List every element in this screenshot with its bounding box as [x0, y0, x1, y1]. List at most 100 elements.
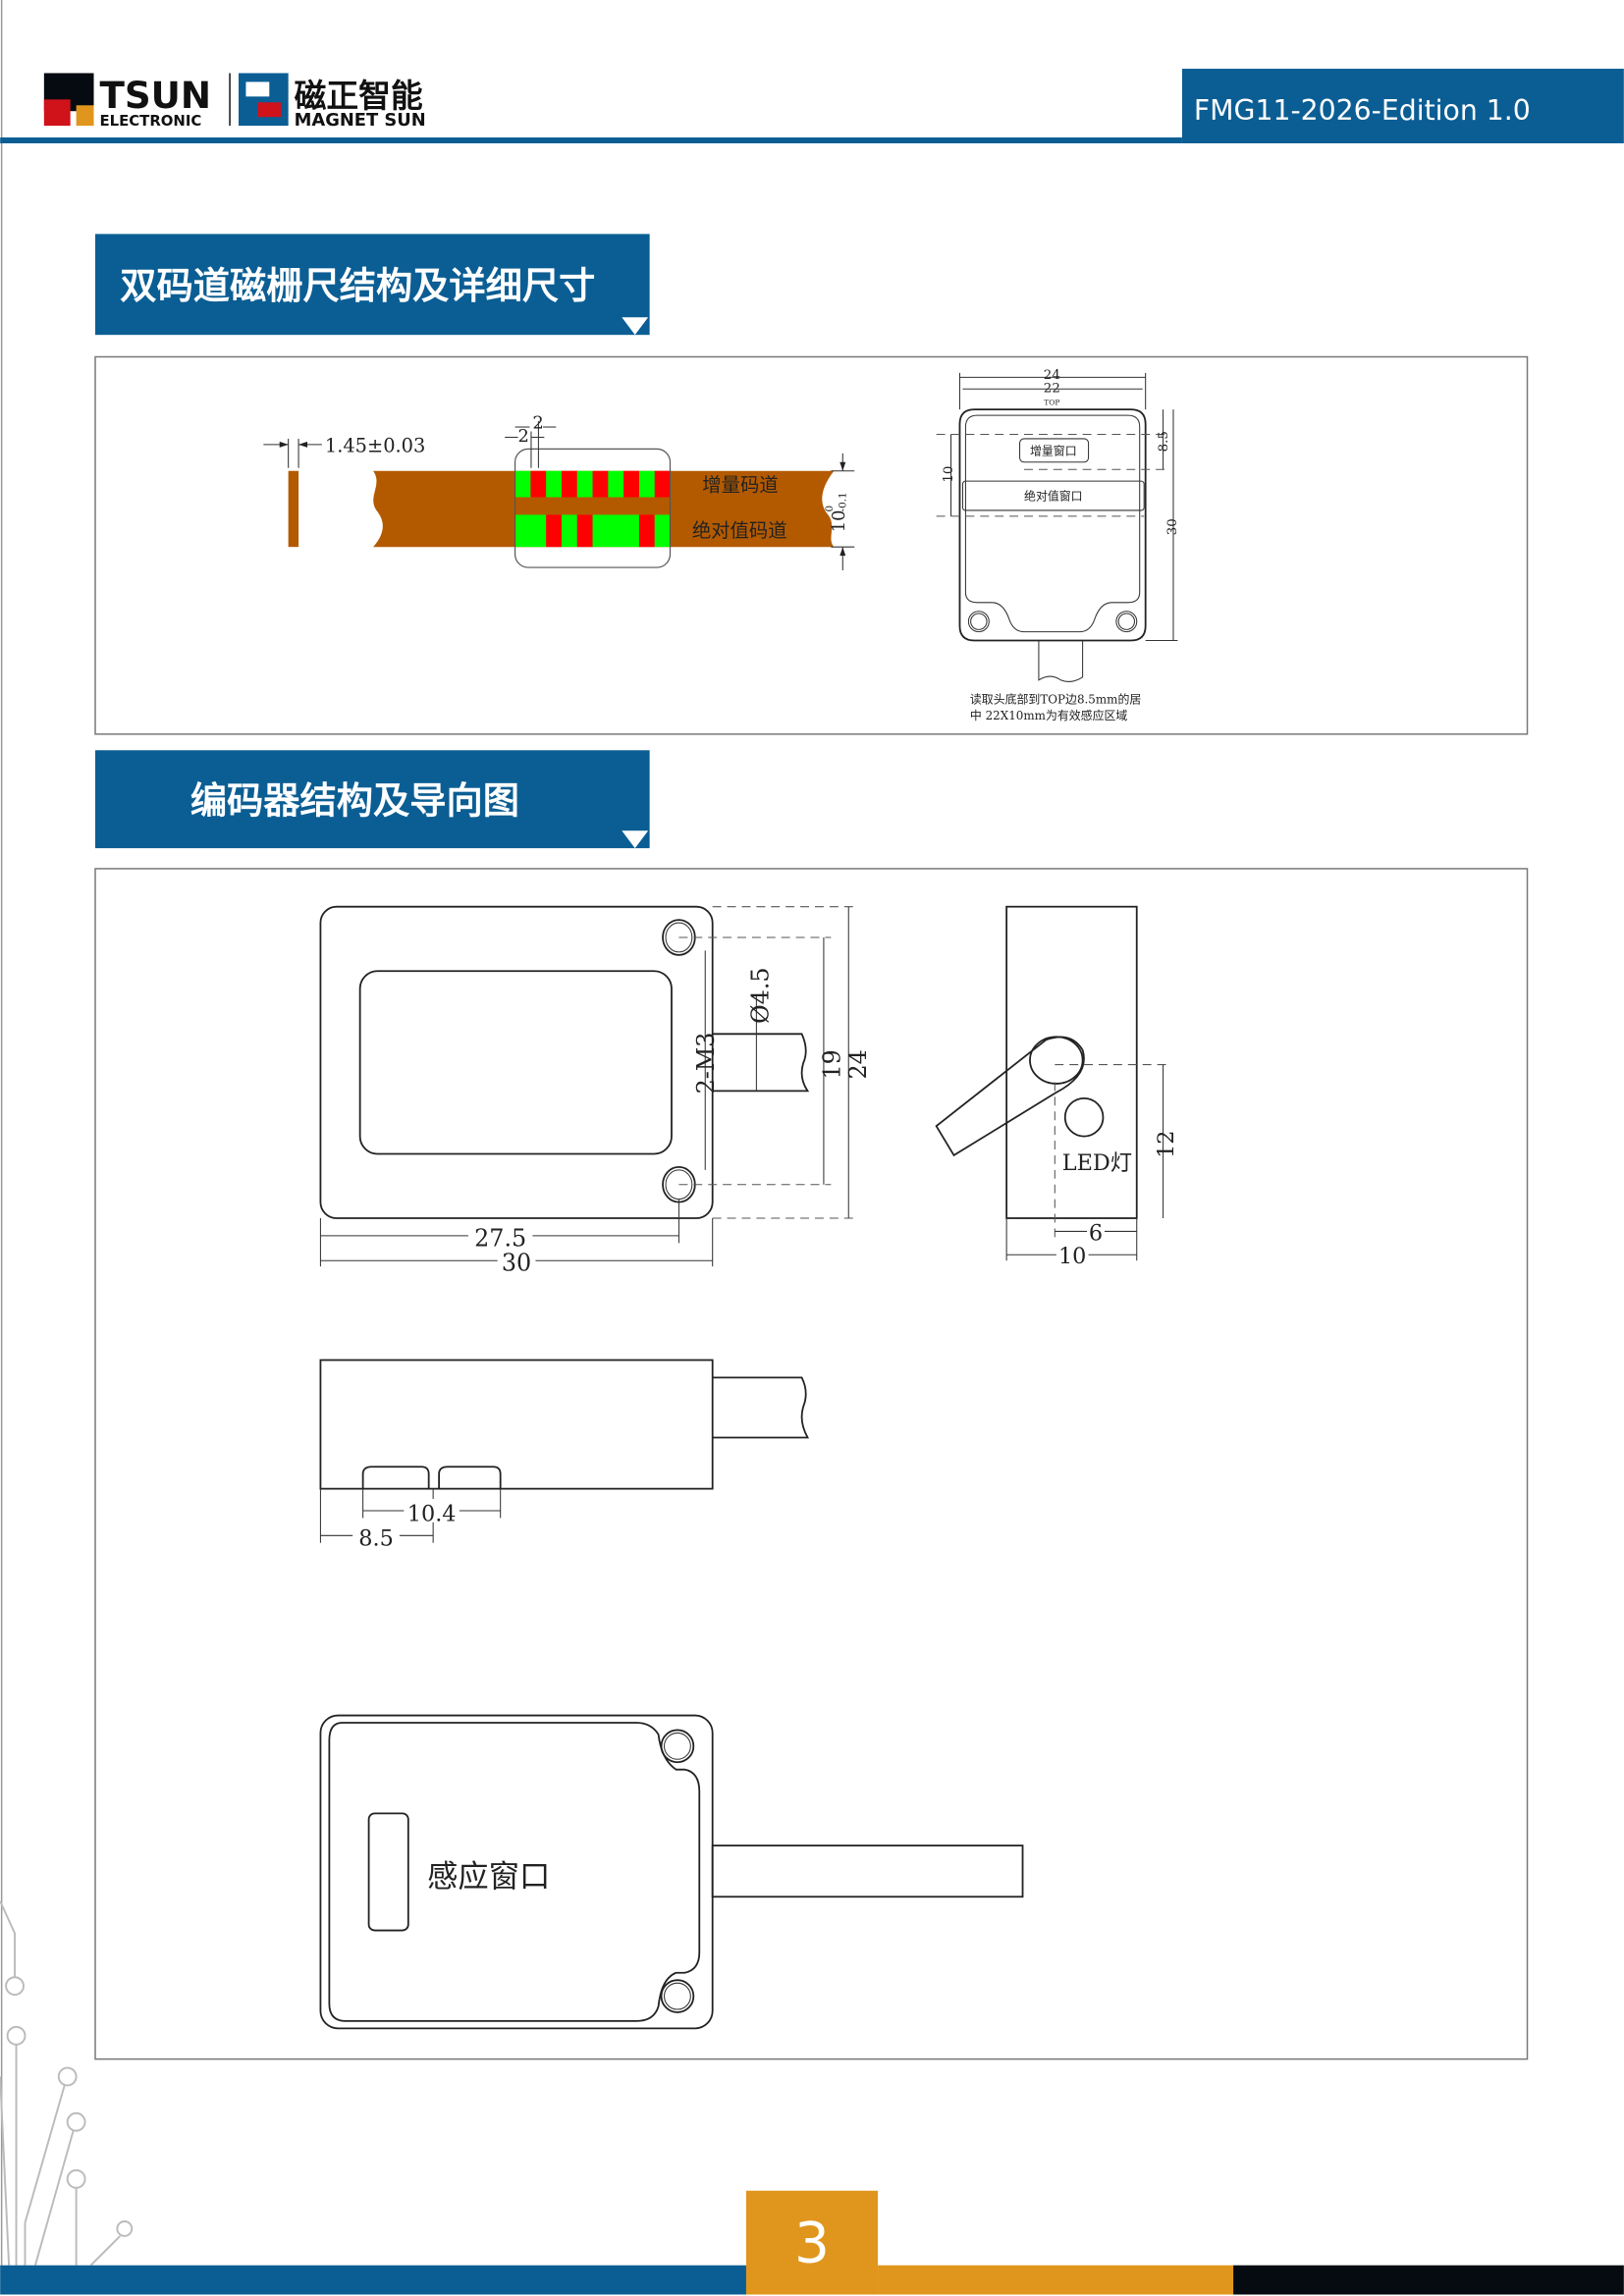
dim-24: 24: [844, 1049, 872, 1079]
head-inner-contour: [964, 414, 1141, 633]
mount-hole: [1115, 611, 1138, 633]
tol-upper: 0: [824, 506, 836, 512]
incremental-pole: [638, 470, 656, 498]
strip-width-dim: 10: [829, 510, 849, 533]
triangle-down-icon: [622, 830, 649, 849]
page-number-box: [745, 2190, 879, 2295]
section2-panel: [94, 868, 1529, 2060]
incremental-pole: [530, 470, 547, 498]
dim-12: 12: [1154, 1131, 1179, 1158]
mount-hole: [660, 1729, 695, 1764]
absolute-pole: [592, 514, 609, 548]
dim-30: 30: [1165, 518, 1180, 535]
dim-24: 24: [1044, 368, 1060, 383]
circuit-decoration: [0, 1900, 134, 2267]
dim-30: 30: [502, 1250, 531, 1277]
page-number: 3: [794, 2212, 830, 2276]
section1-title-bar: [94, 234, 650, 336]
mount-hole: [967, 611, 990, 633]
absolute-pole: [576, 514, 593, 548]
dim-8-5: 8.5: [358, 1526, 394, 1552]
section1-title: 双码道磁栅尺结构及详细尺寸: [120, 264, 595, 307]
absolute-pole: [654, 514, 671, 548]
dim-27-5: 27.5: [474, 1224, 526, 1252]
triangle-down-icon: [622, 317, 649, 336]
strip-body: [373, 470, 835, 548]
sensing-window: [367, 1812, 409, 1932]
thickness-dim: 1.45±0.03: [325, 434, 425, 456]
absolute-pole: [638, 514, 656, 548]
top-label: TOP: [1044, 399, 1059, 407]
logo-tsun: TSUN: [99, 74, 211, 117]
encoder-bottom-view: 10.4 8.5: [319, 1359, 810, 1552]
absolute-window: [961, 480, 1145, 511]
cable: [712, 1033, 810, 1093]
sensor-window: [358, 970, 673, 1155]
angled-cable: [935, 1036, 1085, 1157]
head-note-1: 读取头底部到TOP边8.5mm的居: [970, 693, 1141, 707]
strip-edge-view: [288, 470, 299, 548]
logo-cn: 磁正智能: [295, 78, 423, 115]
absolute-track-label: 绝对值码道: [692, 519, 787, 542]
incremental-pole: [623, 470, 640, 498]
incremental-pole: [654, 470, 671, 498]
dim-dia-4-5: Ø4.5: [746, 967, 774, 1023]
absolute-pole: [561, 514, 578, 548]
dim-10: 10: [942, 466, 956, 483]
dim-10: 10: [1058, 1244, 1086, 1269]
incremental-pole: [592, 470, 609, 498]
edition-band: [1181, 69, 1624, 144]
dim-8-5: 8.5: [1157, 431, 1171, 452]
absolute-pole: [530, 514, 547, 548]
head-cable: [1038, 640, 1084, 682]
code-tracks: [514, 470, 671, 548]
cable: [712, 1376, 810, 1439]
absolute-pole: [546, 514, 563, 548]
incremental-window: [1019, 438, 1090, 463]
dim-19: 19: [818, 1049, 845, 1079]
dim-2-m3: 2-M3: [692, 1033, 720, 1095]
incremental-pole: [576, 470, 593, 498]
led-icon: [1063, 1096, 1105, 1138]
incremental-track-label: 增量码道: [702, 474, 778, 497]
absolute-pole: [514, 514, 531, 548]
dim-22: 22: [1044, 381, 1060, 396]
reading-window: [514, 448, 672, 568]
header-rule: [0, 137, 1182, 144]
logo-orange-block: [76, 105, 94, 127]
mount-hole: [660, 1979, 695, 2013]
section2-title: 编码器结构及导向图: [190, 778, 519, 822]
tol-lower: -0.1: [837, 492, 848, 511]
encoder-back-view: 感应窗口: [319, 1714, 1024, 2030]
absolute-pole: [608, 514, 624, 548]
incremental-pole: [514, 470, 531, 498]
sensing-window-label: 感应窗口: [427, 1859, 550, 1895]
footer-dark-band: [1233, 2265, 1624, 2295]
read-head-drawing: 24 22 TOP 增量窗口 绝对值窗口 10 8.5 30 读取头底部到TOP…: [936, 368, 1180, 722]
pole-width-b: 2: [518, 426, 529, 447]
led-label: LED灯: [1062, 1150, 1132, 1176]
section1-panel: [94, 355, 1529, 735]
company-logo: TSUN ELECTRONIC 磁正智能 MAGNET SUN: [43, 73, 426, 131]
incremental-pole: [608, 470, 624, 498]
abs-window-label: 绝对值窗口: [1024, 490, 1083, 504]
section2-title-bar: [94, 750, 650, 849]
dim-6: 6: [1089, 1220, 1103, 1246]
encoder-side-view: LED灯 12 6 10: [935, 905, 1179, 1269]
logo-electronic: ELECTRONIC: [99, 112, 201, 130]
edition-label: FMG11-2026-Edition 1.0: [1194, 94, 1531, 127]
encoder-front-view: 19 24 Ø4.5 2-M3 27.5 30: [319, 905, 872, 1277]
dim-10-4: 10.4: [407, 1501, 457, 1526]
slot: [361, 1466, 430, 1489]
cable: [711, 1844, 1024, 1898]
logo-ms-icon: [238, 73, 289, 127]
magnetic-strip-drawing: 增量码道 绝对值码道 1.45±0.03 2 2 10 0 -0.1: [263, 413, 855, 571]
logo-magnet-sun: MAGNET SUN: [295, 110, 426, 131]
incremental-pole: [546, 470, 563, 498]
slot: [438, 1466, 502, 1489]
inc-window-label: 增量窗口: [1030, 444, 1077, 457]
pole-width-a: 2: [532, 413, 543, 434]
absolute-pole: [623, 514, 640, 548]
incremental-pole: [561, 470, 578, 498]
